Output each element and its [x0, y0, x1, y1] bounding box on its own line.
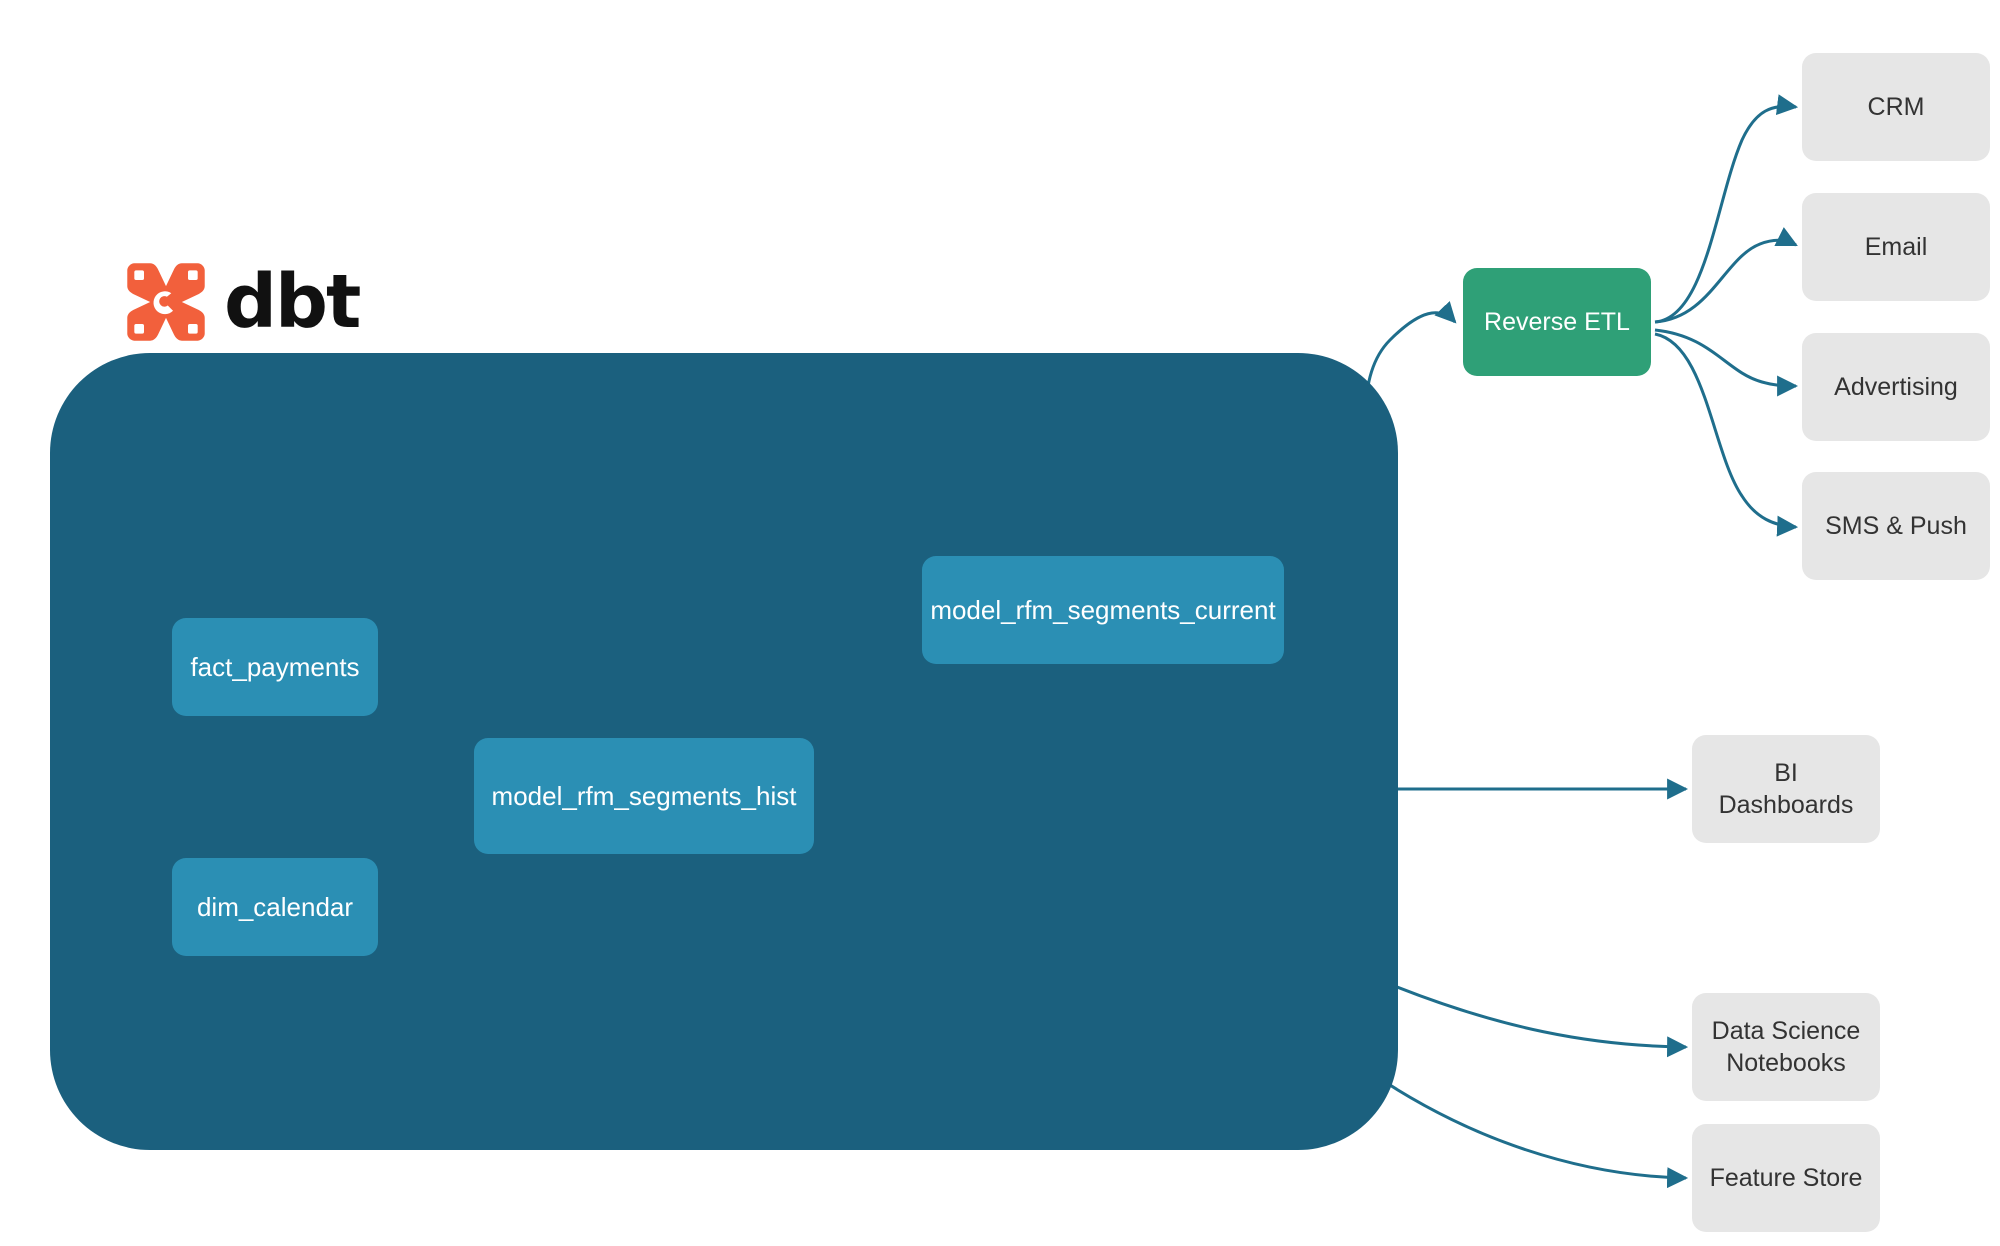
- destination-label: BI Dashboards: [1718, 759, 1854, 819]
- edge-rfm-hist-to-ds-notebooks: [1391, 983, 1689, 1058]
- destination-node-feature-store[interactable]: Feature Store: [1692, 1124, 1880, 1232]
- model-node-model-rfm-segments-current[interactable]: model_rfm_segments_current: [922, 556, 1284, 664]
- edge-reverse-etl-to-email: [1654, 227, 1798, 324]
- reverse-etl-node[interactable]: Reverse ETL: [1463, 268, 1651, 376]
- dbt-x-logo-icon: [127, 263, 205, 341]
- destination-label: Feature Store: [1709, 1164, 1863, 1192]
- destination-node-bi-dashboards[interactable]: BI Dashboards: [1692, 735, 1880, 843]
- dbt-wordmark: dbt: [224, 259, 361, 345]
- destination-label: Advertising: [1834, 373, 1958, 401]
- destination-node-advertising[interactable]: Advertising: [1802, 333, 1990, 441]
- destination-label: Email: [1864, 233, 1928, 261]
- edge-reverse-etl-to-sms-push: [1654, 332, 1799, 537]
- edge-reverse-etl-to-advertising: [1654, 328, 1799, 397]
- destination-node-sms-push[interactable]: SMS & Push: [1802, 472, 1990, 580]
- destination-label: CRM: [1867, 93, 1925, 121]
- edge-rfm-hist-to-feature-store: [1369, 1070, 1689, 1189]
- model-node-label: dim_calendar: [196, 891, 354, 922]
- model-node-label: model_rfm_segments_hist: [491, 780, 797, 811]
- model-node-label: model_rfm_segments_current: [930, 594, 1276, 625]
- destination-node-crm[interactable]: CRM: [1802, 53, 1990, 161]
- model-node-label: fact_payments: [190, 651, 360, 682]
- model-node-model-rfm-segments-hist[interactable]: model_rfm_segments_hist: [474, 738, 814, 854]
- destination-node-email[interactable]: Email: [1802, 193, 1990, 301]
- destination-node-data-science-notebooks[interactable]: Data Science Notebooks: [1692, 993, 1880, 1101]
- edge-reverse-etl-to-crm: [1654, 94, 1799, 324]
- destination-label: Data Science Notebooks: [1711, 1017, 1861, 1077]
- model-node-dim-calendar[interactable]: dim_calendar: [172, 858, 378, 956]
- dbt-logo: dbt: [122, 258, 361, 346]
- reverse-etl-label: Reverse ETL: [1484, 307, 1630, 336]
- model-node-fact-payments[interactable]: fact_payments: [172, 618, 378, 716]
- destination-label: SMS & Push: [1825, 512, 1967, 540]
